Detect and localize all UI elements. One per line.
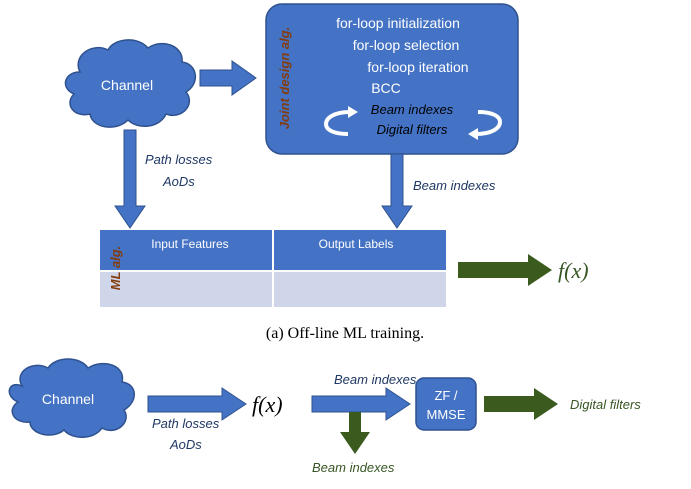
zf-mmse-box: ZF / MMSE xyxy=(415,377,477,431)
arrow-table-to-fx xyxy=(458,254,552,286)
channel-cloud-bottom: Channel xyxy=(8,358,135,438)
path-losses-label-bottom: Path losses xyxy=(152,416,220,431)
joint-line-2: for-loop selection xyxy=(353,37,460,53)
fx-label-bottom: f(x) xyxy=(252,392,283,417)
arrow-channel-to-fx-bottom xyxy=(147,387,247,421)
channel-label: Channel xyxy=(101,77,153,93)
arrow-channel-to-joint xyxy=(199,60,257,96)
joint-line-3: for-loop iteration xyxy=(367,59,468,75)
joint-line-1: for-loop initialization xyxy=(336,15,460,31)
arrow-fx-to-zf xyxy=(311,387,411,421)
table-header-input-features: Input Features xyxy=(151,237,228,251)
table-header-output-labels: Output Labels xyxy=(319,237,394,251)
loop-item-beam-indexes: Beam indexes xyxy=(371,102,454,117)
channel-label-bottom: Channel xyxy=(42,391,94,407)
beam-indexes-label-bottom: Beam indexes xyxy=(312,460,395,475)
beam-indexes-label-top: Beam indexes xyxy=(413,178,496,193)
joint-design-side-label: Joint design alg. xyxy=(277,27,292,130)
ml-side-label: ML alg. xyxy=(108,246,123,291)
beam-indexes-label-bottom-top: Beam indexes xyxy=(334,372,417,387)
loop-item-digital-filters: Digital filters xyxy=(377,122,448,137)
joint-line-4: BCC xyxy=(371,80,401,96)
joint-design-box: Joint design alg. for-loop initializatio… xyxy=(265,3,519,155)
cloud-shape-icon xyxy=(8,358,135,438)
loop-arrowhead-right-icon xyxy=(468,128,478,140)
aods-label-top: AoDs xyxy=(162,174,195,189)
arrow-joint-to-table xyxy=(381,153,413,229)
arrow-channel-to-table xyxy=(114,129,146,229)
ml-table: ML alg. Input Features Output Labels xyxy=(100,230,446,307)
fx-label-top: f(x) xyxy=(558,258,589,283)
mmse-label: MMSE xyxy=(427,407,466,422)
caption: (a) Off-line ML training. xyxy=(266,325,424,342)
loop-arrowhead-left-icon xyxy=(348,106,358,118)
loop-arrow-left-icon xyxy=(323,110,351,136)
cloud-shape-icon xyxy=(64,39,196,128)
aods-label-bottom: AoDs xyxy=(169,437,202,452)
path-losses-label-top: Path losses xyxy=(145,152,213,167)
loop-arrow-right-icon xyxy=(475,110,503,136)
digital-filters-label: Digital filters xyxy=(570,397,641,412)
arrow-beam-indexes-down xyxy=(340,412,370,454)
channel-cloud-top: Channel xyxy=(64,39,196,128)
arrow-zf-to-digital-filters xyxy=(484,388,558,420)
zf-label: ZF / xyxy=(434,388,457,403)
